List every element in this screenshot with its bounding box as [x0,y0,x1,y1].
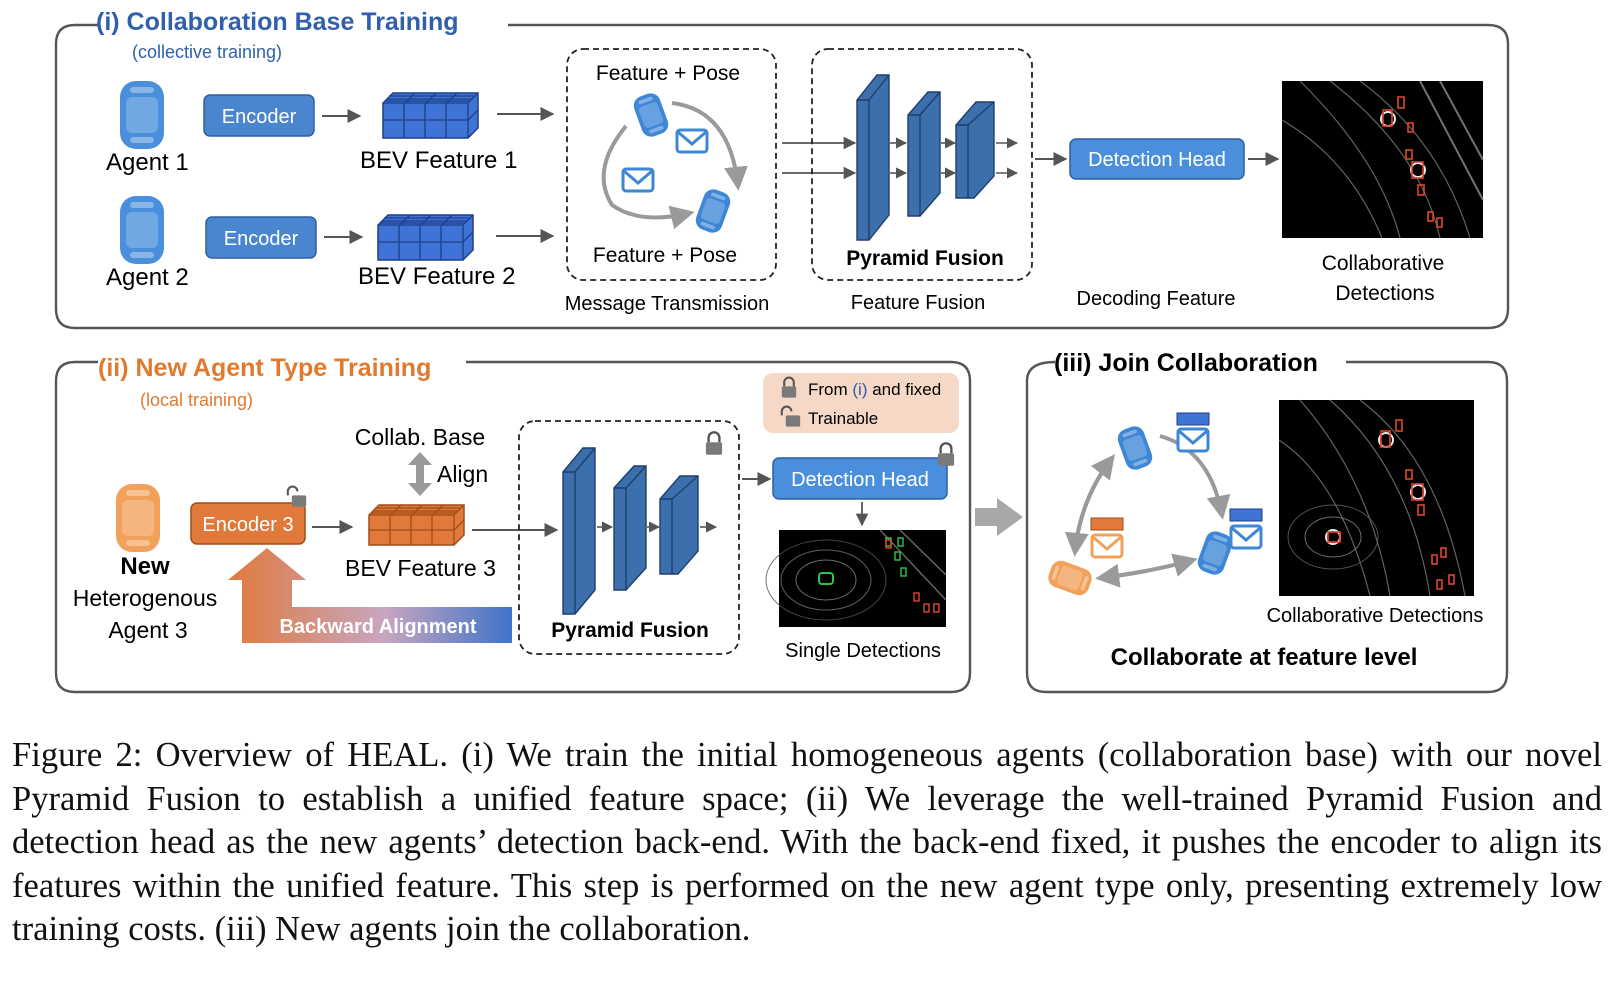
collab-detections-label-line2: Detections [1335,282,1434,305]
new-agent-label-line3: Agent 3 [108,617,187,643]
panel-join-collaboration: (iii) Join Collaboration [1025,349,1509,694]
message-envelope-icon-1 [675,128,709,154]
collab-link-3 [1159,434,1231,520]
decoding-feature-label: Decoding Feature [1077,288,1236,310]
agent-2-car-icon [120,196,164,264]
collab-link-2b [1095,558,1194,588]
bev-mini-icon-2 [1229,508,1263,522]
agent-car-icon-iii-2 [1194,528,1236,578]
panel-ii-subtitle: (local training) [140,390,253,410]
agent-2-label: Agent 2 [106,264,189,291]
detection-head-box-ii: Detection Head [772,457,948,500]
encoder-3-box: Encoder 3 [190,502,306,545]
encoder-2-label: Encoder [224,228,299,250]
collab-base-label: Collab. Base [355,424,485,450]
detection-head-box-i: Detection Head [1069,138,1245,180]
bev-feature-1-label: BEV Feature 1 [360,147,517,174]
pyramid-fusion-box-ii [518,420,740,655]
panel-i-subtitle: (collective training) [132,42,282,62]
envelope-icon-iii-2 [1229,524,1263,550]
encoder-1-box: Encoder [203,94,315,137]
collaborative-detections-image-i [1281,80,1484,239]
agent-car-icon-bottom [692,186,734,236]
legend-trainable-text: Trainable [808,409,878,428]
single-detections-label: Single Detections [785,640,941,662]
bev-feature-1-grid-icon [382,92,479,139]
transition-arrow-icon [975,498,1023,536]
envelope-icon-iii-3 [1090,533,1124,559]
agent-car-icon-top [630,90,672,140]
overview-figure: (i) Collaboration Base Training (collect… [54,8,1510,694]
bev-feature-3-grid-icon [368,504,465,546]
align-label: Align [437,461,488,487]
backward-alignment-label: Backward Alignment [279,616,476,638]
collaborate-feature-level-label: Collaborate at feature level [1111,644,1418,671]
panel-new-agent-type-training: (ii) New Agent Type Training (local trai… [54,354,972,694]
pyramid-fusion-box-i [811,48,1033,281]
detection-head-label-ii: Detection Head [791,469,929,491]
pyramid-fusion-lock-icon [704,431,724,456]
single-detections-image [765,529,947,627]
panel-iii-title: (iii) Join Collaboration [1054,349,1318,377]
collab-link-1b [1073,454,1115,553]
encoder-1-label: Encoder [222,106,297,128]
panel-ii-title: (ii) New Agent Type Training [98,354,431,382]
bev-mini-icon-3 [1090,517,1124,531]
new-agent-label-line2: Heterogenous [73,585,218,611]
lock-legend: From (i) and fixed Trainable [763,373,959,433]
pyramid-fusion-label-ii: Pyramid Fusion [551,619,709,642]
panel-collaboration-base-training: (i) Collaboration Base Training (collect… [54,8,1510,330]
collab-detections-label-line1: Collaborative [1322,252,1445,275]
legend-fixed-text: From (i) and fixed [808,380,941,399]
backward-alignment-arrow: Backward Alignment [228,548,512,643]
bev-mini-icon-1 [1176,412,1210,426]
message-transmission-label: Message Transmission [565,293,770,315]
message-transmission-box [566,48,777,281]
agent-1-car-icon [120,81,164,149]
bev-feature-2-label: BEV Feature 2 [358,263,515,290]
encoder-3-label: Encoder 3 [202,514,293,536]
feature-pose-top-label: Feature + Pose [596,62,740,85]
bev-feature-2-grid-icon [377,214,474,261]
collab-detections-label-iii: Collaborative Detections [1267,605,1484,627]
agent-1-label: Agent 1 [106,149,189,176]
new-agent-label-line1: New [120,553,170,580]
pyramid-fusion-layers-i [856,74,995,241]
new-agent-car-icon-iii [1045,557,1095,599]
feature-fusion-label: Feature Fusion [851,292,986,314]
pyramid-fusion-label-i: Pyramid Fusion [846,247,1004,270]
bev-feature-3-label: BEV Feature 3 [345,555,496,581]
feature-pose-bottom-label: Feature + Pose [593,244,737,267]
panel-i-title: (i) Collaboration Base Training [96,8,459,36]
new-agent-car-icon [116,484,160,552]
collaborative-detections-image-iii [1278,399,1474,597]
detection-head-lock-icon [936,442,956,467]
agent-car-icon-iii-1 [1114,423,1156,473]
detection-head-label-i: Detection Head [1088,149,1226,171]
encoder-2-box: Encoder [205,216,317,259]
figure-caption: Figure 2: Overview of HEAL. (i) We train… [12,736,1602,949]
envelope-icon-iii-1 [1176,427,1210,453]
message-envelope-icon-2 [621,167,655,193]
align-double-arrow-icon [408,452,432,496]
pyramid-fusion-layers-ii [562,447,699,615]
